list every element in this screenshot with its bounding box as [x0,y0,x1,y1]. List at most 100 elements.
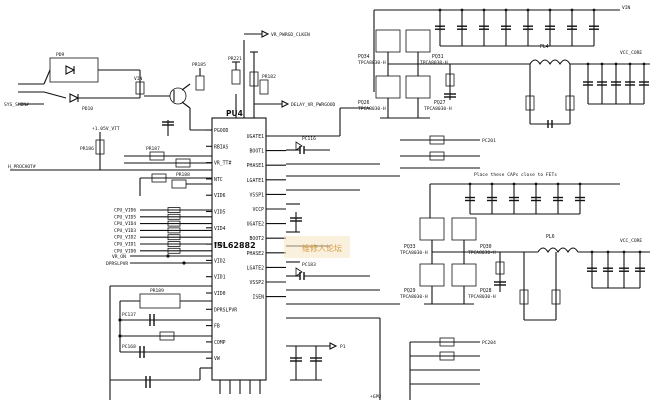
net-pwrgd: VR_PWRGD_CLKEN [271,32,310,38]
left-circuits: SYS_SHDN# PD9 PD10 VIN PR185 +1.05V_VTT [4,52,212,400]
resistor [167,207,181,213]
ic-pin-label: VID6 [214,193,226,199]
ref-label: PC168 [122,344,136,350]
junction [590,250,594,254]
ref-label: PC183 [302,262,316,268]
vid-label: CPU_VID0 [114,248,136,254]
ic-pin-label: VID1 [214,275,226,281]
ic-pin-label: VW [214,356,220,362]
resistor [171,179,187,189]
ic-pin-label: PGOOD [214,128,229,134]
ref-label: PD10 [82,106,93,112]
ic-pin-label: VR_TT# [214,161,231,167]
ic-pin-label: VID0 [214,291,226,297]
resistor [95,139,105,155]
mosfet-ref: PQ26 [358,100,370,106]
mosfet-pq27 [405,75,431,99]
output-caps-2 [587,250,645,289]
inductor-ref: PL4 [540,44,549,50]
ic-pin-label: VCCP [252,207,264,213]
junction [512,182,516,186]
ref-label: PR221 [228,56,242,62]
phase2-power-stage: Place these CAPs close to FETs PQ33 PQ30… [370,172,650,400]
mosfet-pq26 [375,75,401,99]
ref-label: PD9 [56,52,65,58]
mosfet-part: TPCA8030-H [400,294,428,300]
ref-label: PR186 [80,146,94,152]
net-vr-on: VR_ON [112,254,126,260]
junction [526,8,530,12]
net-vcc-core-2: VCC_CORE [620,238,642,244]
mosfet-pq34 [375,29,401,53]
input-caps-2 [465,182,585,215]
resistor [429,151,445,161]
ref-label: PR187 [146,146,160,152]
resistor [135,81,145,95]
diode [65,65,76,75]
ref-label: PC204 [482,340,496,346]
ic-pin-label: BOOT2 [250,236,265,242]
resistor [429,135,445,145]
net-vin: VIN [134,76,143,82]
ic-pin-label: DPRSLPVR [214,307,237,313]
vid-label: CPU_VID3 [114,228,136,234]
ic-pin-label: LGATE1 [247,178,264,184]
vid-inputs: CPU_VID6CPU_VID5CPU_VID4CPU_VID3CPU_VID2… [114,207,212,254]
inductor-ref: PL6 [546,234,555,240]
mosfet-ref: PQ27 [434,100,446,106]
junction [438,8,442,12]
ic-pin-label: PHASE2 [247,251,264,257]
junction [482,8,486,12]
ic-pin-label: VSSP2 [250,280,265,286]
place-note: Place these CAPs close to FETs [474,172,557,178]
net-isen: P1 [340,344,346,350]
junction [460,8,464,12]
mosfet-pq33 [419,217,445,241]
phase1-power-stage: VIN PQ34 PQ31 PQ26 PQ27 TPCA8030-H TPCA8… [358,5,650,169]
resistor [259,79,269,95]
resistor [167,220,181,227]
net-delay: DELAY_VR_PWRGOOD [291,102,335,108]
mosfet-part: TPCA8030-H [468,294,496,300]
ic-part: ISL62882 [214,241,256,250]
junction [614,62,618,66]
mosfet-pq31 [405,29,431,53]
ic-pu4: PU4 ISL62882 PGOODRBIASVR_TT#NTCVID6VID5… [206,40,286,394]
junction [642,62,646,66]
comp-network [139,293,181,309]
ic-pin-label: NTC [214,177,223,183]
watermark-bg [284,236,350,258]
vid-label: CPU_VID6 [114,208,136,214]
junction [606,250,610,254]
ic-pin-label: FB [214,324,220,330]
ref-label: PC201 [482,138,496,144]
mosfet-part: TPCA8030-H [358,106,386,112]
ic-pin-label: UGATE2 [247,222,264,228]
resistor [151,173,167,183]
vid-label: CPU_VID1 [114,242,136,248]
net-vin-top: VIN [622,5,631,11]
resistor [439,337,455,347]
net-vccp: +1.05V_VTT [92,126,120,132]
ic-body [211,117,267,381]
ic-pin-label: VID5 [214,210,226,216]
ic-pin-label: BOOT1 [250,149,265,155]
ic-right-pins: UGATE1BOOT1PHASE1LGATE1VSSP1VCCPUGATE2BO… [247,134,286,301]
net-vcc-core-1: VCC_CORE [620,50,642,56]
output-caps-1 [583,62,649,105]
mosfet-pq29 [419,263,445,287]
ref-label: PR188 [176,172,190,178]
resistor [519,289,529,305]
resistor [495,261,505,275]
junction [556,182,560,186]
junction [628,62,632,66]
mosfet-part: TPCA8030-H [358,60,386,66]
ic-pin-label: RBIAS [214,144,229,150]
mosfet-ref: PQ31 [432,54,444,60]
top-nets: VR_PWRGD_CLKEN DELAY_VR_PWRGOOD PR221 PR… [228,30,335,108]
junction [570,8,574,12]
vid-label: CPU_VID5 [114,214,136,220]
resistor [167,241,181,247]
resistor [167,227,181,234]
